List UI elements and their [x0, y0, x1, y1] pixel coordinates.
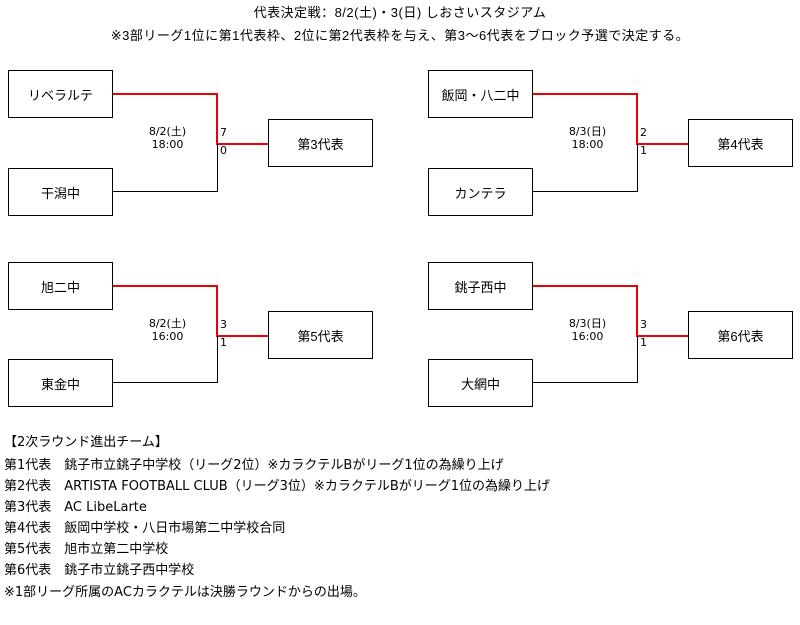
team-box-bottom[interactable]: 大網中 — [428, 359, 533, 407]
winner-line-vertical — [216, 93, 218, 144]
score-top: 3 — [640, 318, 647, 331]
loser-line-horizontal — [113, 191, 218, 192]
winner-line-horizontal — [533, 285, 638, 287]
result-box[interactable]: 第6代表 — [688, 311, 793, 359]
team-box-top[interactable]: 旭二中 — [8, 262, 113, 310]
match-date: 8/2(土) 16:00 — [148, 317, 187, 343]
winner-line-horizontal — [113, 285, 218, 287]
score-top: 7 — [220, 126, 227, 139]
team-box-top[interactable]: リベラルテ — [8, 70, 113, 118]
loser-line-vertical — [217, 144, 218, 192]
note-line: 第4代表 飯岡中学校・八日市場第二中学校合同 — [4, 521, 286, 536]
score-bottom: 1 — [220, 336, 227, 349]
team-name: カンテラ — [454, 185, 507, 201]
winner-line-horizontal — [113, 93, 218, 95]
team-box-bottom[interactable]: 東金中 — [8, 359, 113, 407]
note-line: 第2代表 ARTISTA FOOTBALL CLUB（リーグ3位）※カラクテルB… — [4, 479, 551, 494]
note-line: 第6代表 銚子市立銚子西中学校 — [4, 563, 195, 578]
note-line: 第1代表 銚子市立銚子中学校（リーグ2位）※カラクテルBがリーグ1位の為繰り上げ — [4, 458, 504, 473]
winner-line-horizontal — [533, 93, 638, 95]
notes-section: 【2次ラウンド進出チーム】 第1代表 銚子市立銚子中学校（リーグ2位）※カラクテ… — [4, 433, 794, 603]
team-box-bottom[interactable]: 干潟中 — [8, 168, 113, 216]
team-box-top[interactable]: 銚子西中 — [428, 262, 533, 310]
match-date: 8/3(日) 16:00 — [568, 317, 607, 343]
winner-line-to-result — [216, 335, 268, 337]
notes-heading: 【2次ラウンド進出チーム】 — [4, 435, 168, 450]
winner-line-to-result — [636, 143, 688, 145]
page-title: 代表決定戦：8/2(土)・3(日) しおさいスタジアム — [253, 5, 547, 20]
team-name: 東金中 — [40, 376, 80, 392]
result-label: 第4代表 — [717, 136, 764, 152]
score-bottom: 0 — [220, 144, 227, 157]
note-line: 第5代表 旭市立第二中学校 — [4, 542, 169, 557]
match-date: 8/2(土) 18:00 — [148, 125, 187, 151]
team-name: 干潟中 — [40, 185, 80, 201]
team-name: 大網中 — [460, 376, 500, 392]
winner-line-to-result — [636, 335, 688, 337]
team-name: 旭二中 — [40, 279, 80, 295]
team-name: 飯岡・八二中 — [441, 87, 520, 103]
result-box[interactable]: 第5代表 — [268, 311, 373, 359]
page-subtitle: ※3部リーグ1位に第1代表枠、2位に第2代表枠を与え、第3～6代表をブロック予選… — [110, 28, 690, 43]
loser-line-horizontal — [533, 382, 638, 383]
team-box-bottom[interactable]: カンテラ — [428, 168, 533, 216]
loser-line-vertical — [637, 144, 638, 192]
note-line: 第3代表 AC LibeLarte — [4, 500, 147, 515]
team-name: リベラルテ — [27, 87, 93, 103]
result-label: 第6代表 — [717, 328, 764, 344]
score-bottom: 1 — [640, 144, 647, 157]
winner-line-vertical — [216, 285, 218, 336]
loser-line-horizontal — [533, 191, 638, 192]
result-label: 第3代表 — [297, 136, 344, 152]
score-bottom: 1 — [640, 336, 647, 349]
loser-line-horizontal — [113, 382, 218, 383]
score-top: 2 — [640, 126, 647, 139]
result-box[interactable]: 第3代表 — [268, 119, 373, 167]
loser-line-vertical — [637, 336, 638, 383]
result-box[interactable]: 第4代表 — [688, 119, 793, 167]
winner-line-vertical — [636, 93, 638, 144]
team-box-top[interactable]: 飯岡・八二中 — [428, 70, 533, 118]
winner-line-to-result — [216, 143, 268, 145]
notes-footnote: ※1部リーグ所属のACカラクテルは決勝ラウンドからの出場。 — [4, 585, 366, 600]
loser-line-vertical — [217, 336, 218, 383]
match-date: 8/3(日) 18:00 — [568, 125, 607, 151]
result-label: 第5代表 — [297, 328, 344, 344]
winner-line-vertical — [636, 285, 638, 336]
score-top: 3 — [220, 318, 227, 331]
team-name: 銚子西中 — [454, 279, 507, 295]
